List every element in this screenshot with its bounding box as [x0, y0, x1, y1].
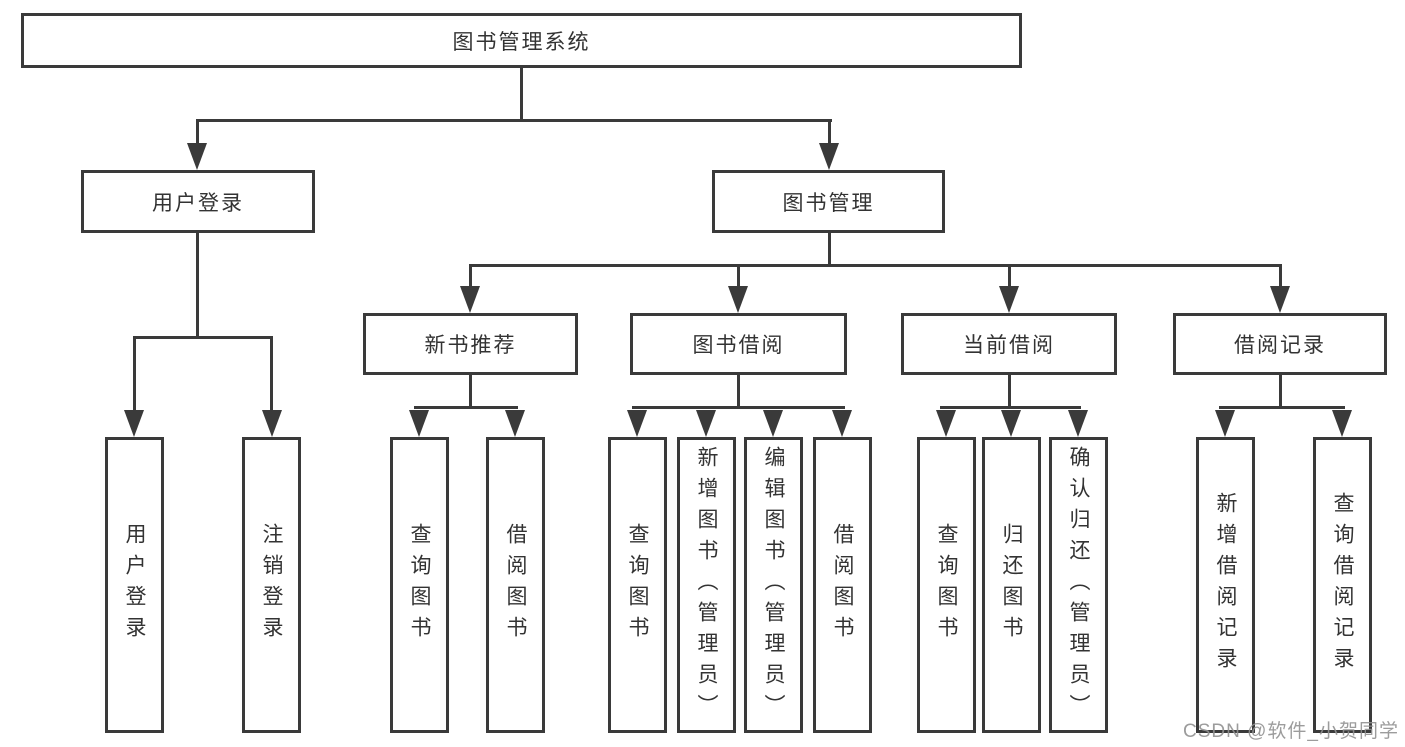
node-label: 查询借阅记录 [1331, 492, 1354, 678]
node-label: 确认归还（管理员） [1067, 445, 1090, 725]
node-label: 借阅图书 [831, 523, 854, 647]
connector-vline [196, 233, 199, 338]
arrow-down [505, 410, 525, 437]
arrow-down [627, 410, 647, 437]
leaf-return-books: 归还图书 [982, 437, 1041, 733]
leaf-add-borrow-record: 新增借阅记录 [1196, 437, 1255, 733]
arrow-down [1270, 286, 1290, 313]
arrow-down [832, 410, 852, 437]
node-label: 注销登录 [260, 523, 283, 647]
connector-vline [737, 267, 740, 289]
node-label: 当前借阅 [963, 334, 1055, 357]
leaf-query-borrow-record: 查询借阅记录 [1313, 437, 1372, 733]
node-book-management: 图书管理 [712, 170, 945, 233]
arrow-down [460, 286, 480, 313]
connector-hline [940, 406, 1081, 409]
node-label: 用户登录 [152, 191, 244, 215]
leaf-query-books-recommend: 查询图书 [390, 437, 449, 733]
node-label: 编辑图书（管理员） [762, 445, 785, 725]
leaf-borrow-books: 借阅图书 [813, 437, 872, 733]
arrow-down [728, 286, 748, 313]
node-label: 新增图书（管理员） [695, 445, 718, 725]
arrow-down [1068, 410, 1088, 437]
node-label: 图书管理 [782, 191, 875, 215]
arrow-down [763, 410, 783, 437]
arrow-down [409, 410, 429, 437]
leaf-confirm-return-admin: 确认归还（管理员） [1049, 437, 1108, 733]
node-label: 查询图书 [935, 523, 958, 647]
arrow-down [124, 410, 144, 437]
connector-vline [1008, 267, 1011, 289]
connector-vline [469, 267, 472, 289]
connector-vline [133, 339, 136, 414]
node-label: 图书管理系统 [452, 30, 591, 54]
node-current-borrow: 当前借阅 [901, 313, 1117, 375]
connector-hline [133, 336, 273, 339]
arrow-down [696, 410, 716, 437]
arrow-down [1332, 410, 1352, 437]
node-label: 查询图书 [626, 523, 649, 647]
connector-hline [1219, 406, 1345, 409]
connector-vline [469, 375, 472, 408]
arrow-down [187, 143, 207, 170]
node-label: 图书借阅 [692, 334, 785, 357]
connector-vline [737, 375, 740, 408]
arrow-down [999, 286, 1019, 313]
node-new-book-recommend: 新书推荐 [363, 313, 578, 375]
connector-vline [828, 122, 831, 147]
node-label: 归还图书 [1000, 523, 1023, 647]
arrow-down [262, 410, 282, 437]
node-label: 借阅图书 [504, 523, 527, 647]
leaf-user-login: 用户登录 [105, 437, 164, 733]
arrow-down [936, 410, 956, 437]
leaf-logout: 注销登录 [242, 437, 301, 733]
connector-hline [196, 119, 832, 122]
connector-vline [196, 122, 199, 147]
connector-hline [414, 406, 518, 409]
connector-hline [632, 406, 845, 409]
connector-vline [270, 339, 273, 414]
node-label: 查询图书 [408, 523, 431, 647]
arrow-down [819, 143, 839, 170]
leaf-borrow-books-recommend: 借阅图书 [486, 437, 545, 733]
connector-vline [1279, 375, 1282, 408]
node-label: 新增借阅记录 [1214, 492, 1237, 678]
node-label: 借阅记录 [1234, 334, 1326, 357]
node-root-system: 图书管理系统 [21, 13, 1022, 68]
leaf-query-books-borrow: 查询图书 [608, 437, 667, 733]
csdn-watermark: CSDN @软件_小贺同学 [1183, 721, 1399, 742]
leaf-query-books-current: 查询图书 [917, 437, 976, 733]
connector-hline [469, 264, 1282, 267]
connector-vline [1279, 267, 1282, 289]
connector-vline [520, 66, 523, 119]
node-label: 用户登录 [123, 523, 146, 647]
connector-vline [828, 233, 831, 266]
node-label: 新书推荐 [424, 334, 517, 357]
node-book-borrow: 图书借阅 [630, 313, 847, 375]
node-user-login: 用户登录 [81, 170, 315, 233]
leaf-add-books-admin: 新增图书（管理员） [677, 437, 736, 733]
connector-vline [1008, 375, 1011, 408]
arrow-down [1215, 410, 1235, 437]
node-borrow-record: 借阅记录 [1173, 313, 1387, 375]
leaf-edit-books-admin: 编辑图书（管理员） [744, 437, 803, 733]
arrow-down [1001, 410, 1021, 437]
